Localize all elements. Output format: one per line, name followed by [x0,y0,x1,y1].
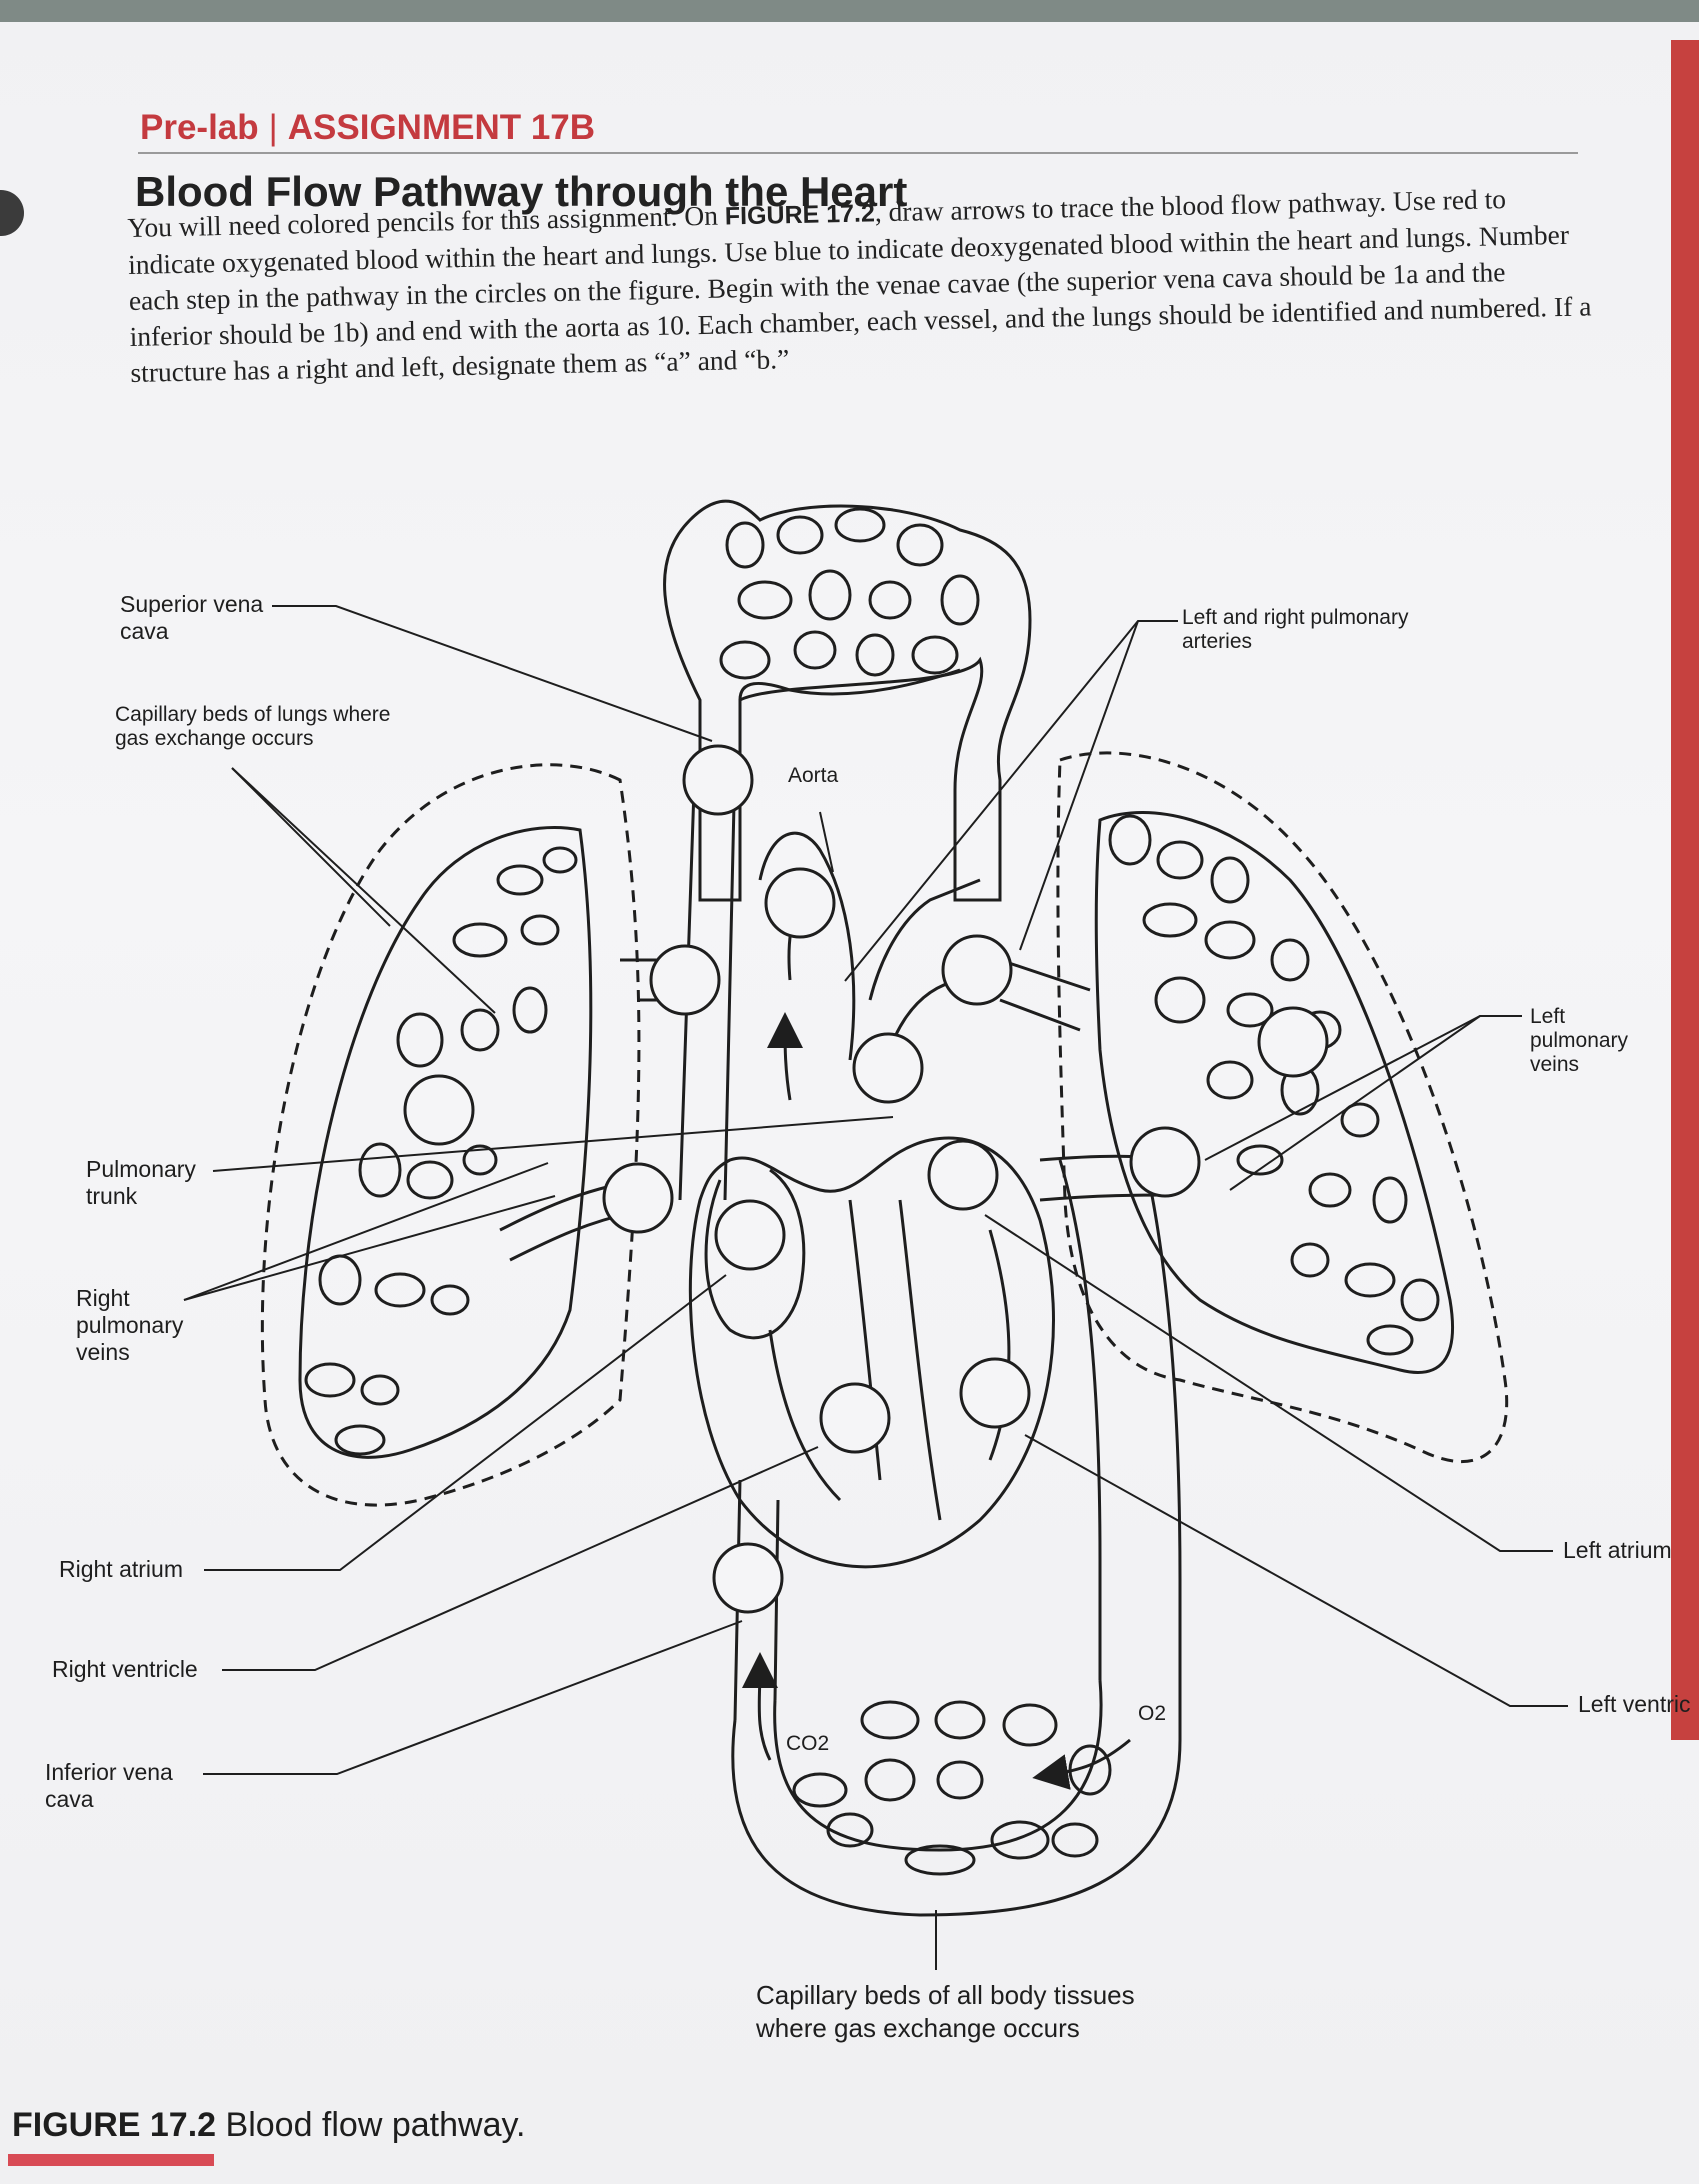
upward-arrow [767,1012,804,1101]
label-inferior-vena-cava: Inferior vena cava [45,1759,173,1812]
figure-caption: FIGURE 17.2 Blood flow pathway. [12,2106,525,2145]
label-aorta: Aorta [788,764,839,787]
label-right-pulmonary-veins: Right pulmonary veins [76,1285,184,1365]
label-co2: CO2 [786,1732,830,1755]
label-superior-vena-cava: Superior vena cava [120,591,264,644]
label-pulmonary-trunk: Pulmonary trunk [86,1156,196,1209]
upper-body-inner-loop [738,668,961,701]
figure-caption-text: Blood flow pathway. [225,2106,526,2144]
left-lung-inner [1094,811,1455,1374]
aorta-vessel [758,831,856,1061]
assignment-label: ASSIGNMENT 17B [287,108,596,147]
ventricle-wall [768,1229,1011,1502]
left-lung-outline [1056,751,1509,1463]
right-lung-inner [298,826,593,1459]
label-capillary-lungs: Capillary beds of lungs where gas exchan… [115,703,391,750]
lower-body-loop [731,1679,1182,1917]
o2-arrow [1032,1738,1131,1790]
label-right-atrium: Right atrium [59,1556,183,1582]
background-edge [0,0,1699,22]
figure-number: FIGURE 17.2 [12,2106,217,2144]
label-capillary-body: Capillary beds of all body tissues where… [756,1980,1135,2043]
septum [848,1199,942,1521]
pulmonary-artery-right [999,958,1091,1032]
label-pulmonary-arteries: Left and right pulmonary arteries [1182,606,1409,653]
caption-underline [8,2154,214,2166]
page-title: Blood Flow Pathway through the Heart [135,168,908,215]
co2-arrow [741,1652,778,1761]
label-o2: O2 [1138,1702,1167,1725]
binder-edge [1671,40,1699,1740]
assignment-header: Pre-lab|ASSIGNMENT 17B [140,108,595,148]
right-lung-outline [260,763,641,1507]
header-rule [138,152,1578,154]
leader-lines [183,605,1568,1970]
upper-body-loop [663,499,1032,902]
label-left-pulmonary-veins: Left pulmonary veins [1530,1005,1629,1076]
descending-aorta [1058,1139,1182,1740]
header-separator: | [268,108,278,147]
prelab-label: Pre-lab [140,108,259,147]
right-atrium-outline [704,1168,806,1340]
step-circles [403,744,1329,1614]
label-left-ventricle: Left ventric [1578,1691,1691,1717]
alveoli-groups [304,507,1440,1876]
label-right-ventricle: Right ventricle [52,1656,198,1682]
label-left-atrium: Left atrium [1563,1537,1672,1563]
